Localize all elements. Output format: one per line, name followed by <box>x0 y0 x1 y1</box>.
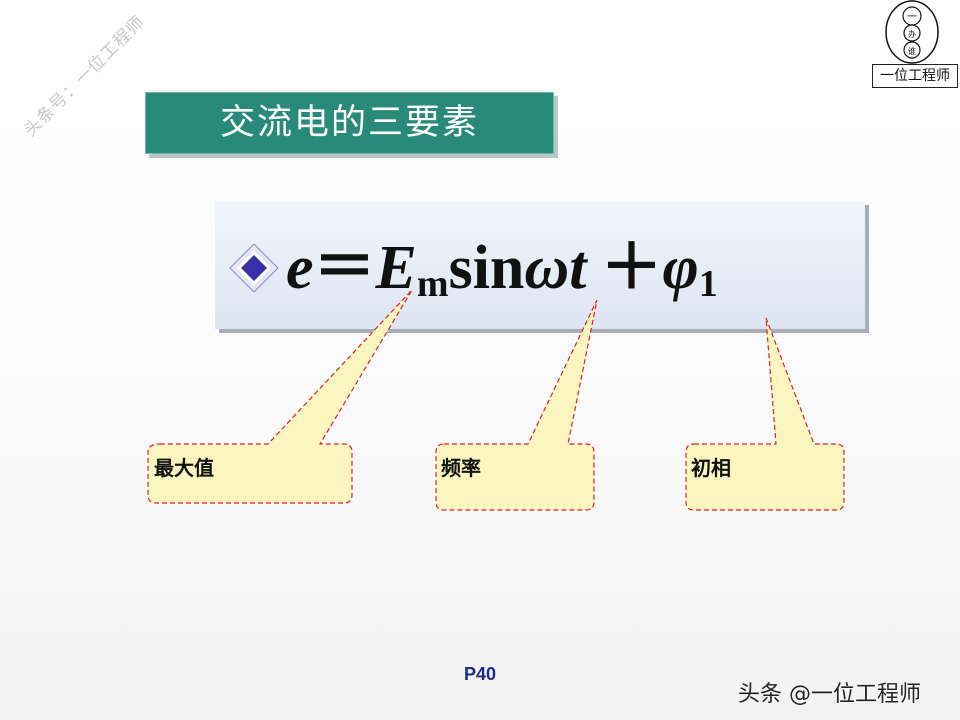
formula-subscript-m: m <box>416 263 449 305</box>
footer-watermark: 头条 @一位工程师 <box>738 682 921 707</box>
page-number: P40 <box>463 664 497 684</box>
formula-e: e <box>286 234 314 302</box>
slide-title: 交流电的三要素 <box>145 92 554 154</box>
brand-logo: 一 办 谁 一位工程师 <box>866 0 960 88</box>
formula-subscript-1: 1 <box>698 263 718 305</box>
svg-text:办: 办 <box>908 29 916 39</box>
formula-equals: ＝ <box>313 234 376 302</box>
svg-text:一: 一 <box>907 12 917 23</box>
callout-label-initial-phase: 初相 <box>691 456 731 480</box>
logo-caption: 一位工程师 <box>872 64 958 88</box>
formula-omega-t: ωt <box>524 234 587 302</box>
callout-label-frequency: 频率 <box>441 456 481 480</box>
formula-sin: sin <box>448 234 525 302</box>
logo-seal-icon: 一 办 谁 <box>882 0 942 64</box>
callout-label-max-value: 最大值 <box>154 456 214 480</box>
formula-plus: ＋ <box>600 234 663 302</box>
callout-initial-phase <box>685 317 845 511</box>
svg-text:谁: 谁 <box>908 46 916 56</box>
formula-phi: φ <box>662 234 699 302</box>
formula-panel <box>215 201 865 329</box>
callout-max-value <box>147 289 413 504</box>
ac-formula: e＝Emsinωt＋φ1 <box>286 228 718 308</box>
diamond-bullet-icon <box>229 243 279 293</box>
formula-E: E <box>375 234 417 302</box>
callout-frequency <box>435 299 598 511</box>
